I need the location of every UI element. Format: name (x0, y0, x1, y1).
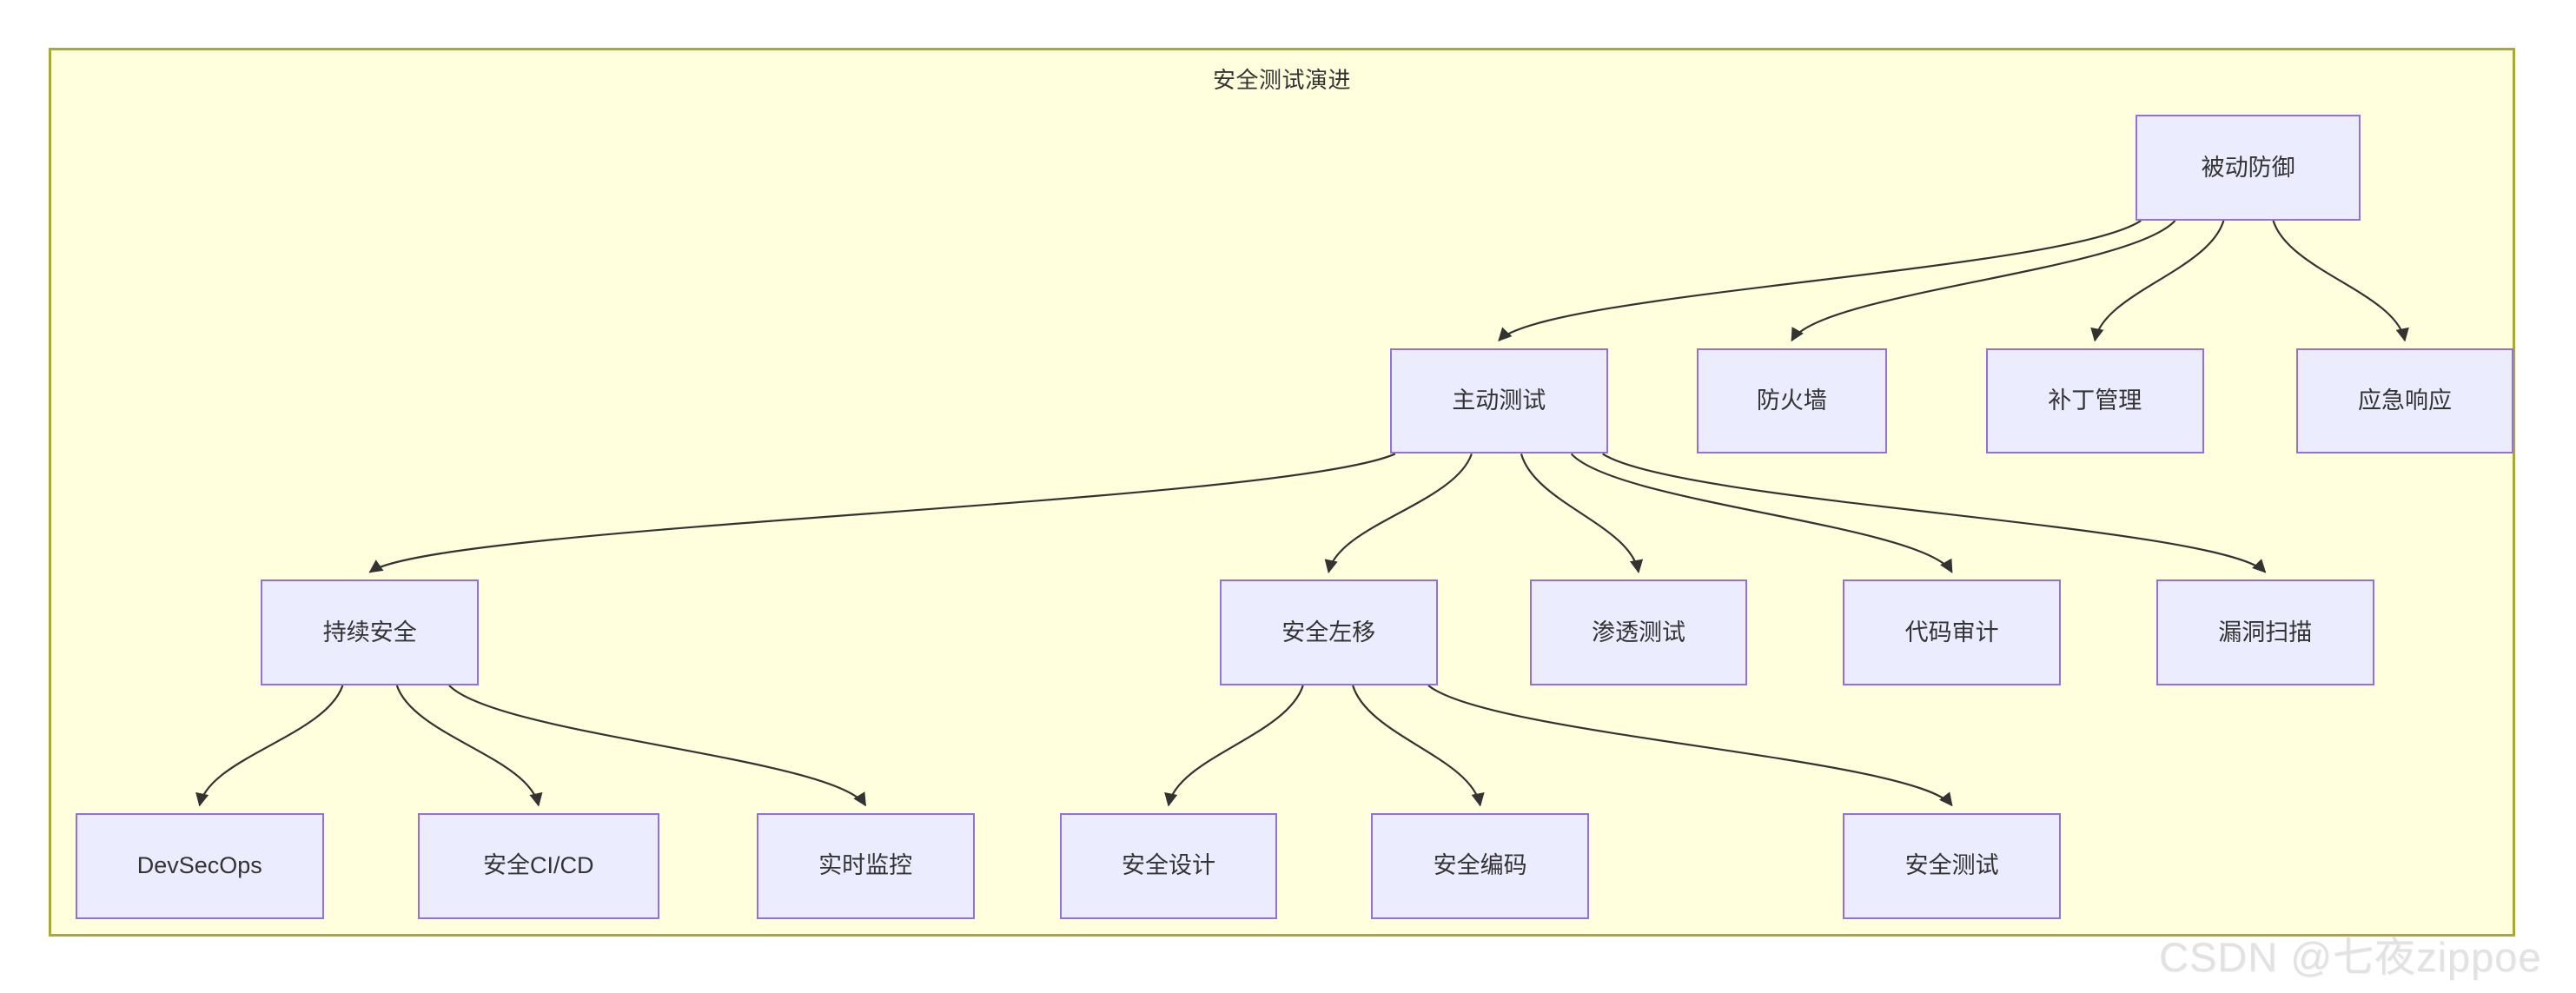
node-active-testing[interactable]: 主动测试 (1389, 348, 1608, 454)
node-label: 应急响应 (2357, 387, 2452, 414)
node-patch-management[interactable]: 补丁管理 (1985, 348, 2204, 454)
node-label: 安全CI/CD (483, 852, 594, 879)
node-label: 漏洞扫描 (2218, 619, 2313, 645)
node-label: 安全测试 (1904, 852, 1999, 879)
watermark: CSDN @七夜zippoe (2159, 934, 2542, 980)
node-label: 安全编码 (1433, 852, 1527, 879)
node-shift-left-security[interactable]: 安全左移 (1219, 579, 1438, 685)
node-label: 持续安全 (322, 619, 417, 645)
node-label: 补丁管理 (2048, 387, 2142, 414)
node-label: DevSecOps (136, 852, 262, 879)
node-layer: 被动防御主动测试 防火墙 补丁管理 应急响应持续安全 安全左移 渗透测试 代码审计 漏洞扫描 D… (51, 50, 2514, 934)
node-passive-defense[interactable]: 被动防御 (2136, 115, 2361, 221)
node-continuous-security[interactable]: 持续安全 (261, 579, 480, 685)
node-secure-coding[interactable]: 安全编码 (1371, 813, 1590, 919)
node-label: 代码审计 (1904, 619, 1999, 645)
node-label: 渗透测试 (1591, 619, 1685, 645)
diagram-title: 安全测试演进 (1212, 67, 1351, 93)
node-label: 防火墙 (1756, 387, 1827, 414)
node-label: 主动测试 (1452, 387, 1546, 414)
node-devsecops[interactable]: DevSecOps (75, 813, 324, 919)
node-label: 安全左移 (1281, 619, 1376, 645)
node-vulnerability-scan[interactable]: 漏洞扫描 (2155, 579, 2374, 685)
node-label: 被动防御 (2201, 154, 2295, 181)
node-firewall[interactable]: 防火墙 (1696, 348, 1888, 454)
node-realtime-monitoring[interactable]: 实时监控 (756, 813, 975, 919)
node-security-testing[interactable]: 安全测试 (1843, 813, 2062, 919)
node-code-audit[interactable]: 代码审计 (1843, 579, 2062, 685)
diagram-canvas: 安全测试演进 被动防御主动测试 防火墙 补丁管理 应急响应持续安全 安全左移 渗透测试 代码… (49, 48, 2515, 937)
node-label: 安全设计 (1121, 852, 1215, 879)
node-secure-ci-cd[interactable]: 安全CI/CD (417, 813, 659, 919)
node-secure-design[interactable]: 安全设计 (1059, 813, 1278, 919)
node-penetration-testing[interactable]: 渗透测试 (1529, 579, 1748, 685)
node-label: 实时监控 (818, 852, 913, 879)
node-emergency-response[interactable]: 应急响应 (2295, 348, 2514, 454)
